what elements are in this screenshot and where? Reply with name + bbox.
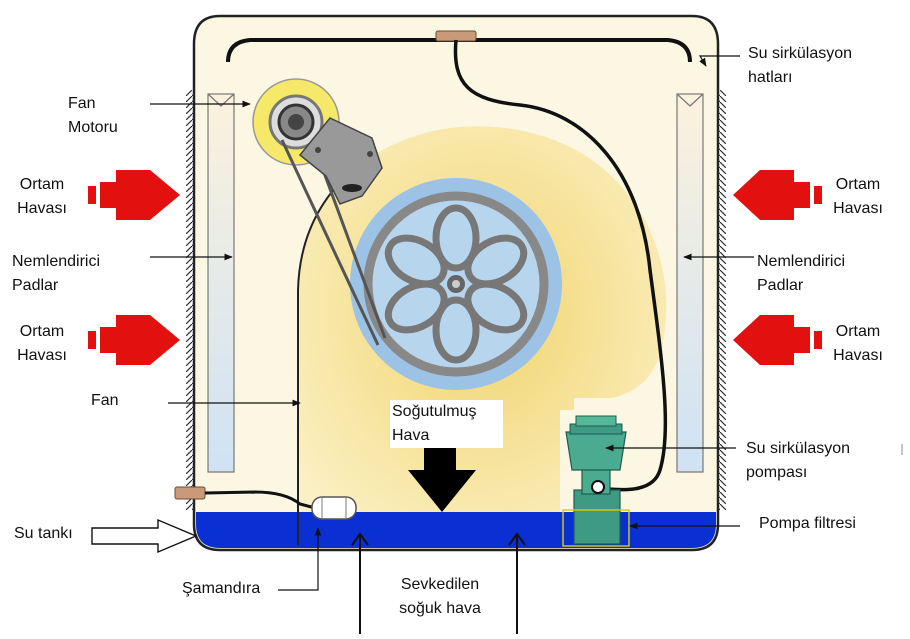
ambient-air-arrow-right-top [733,170,822,220]
ambient-air-arrow-right-bottom [733,315,822,365]
pump-filter [562,509,630,547]
leader-lines [150,55,754,591]
left-wall-hatch [186,90,194,510]
label-float: Şamandıra [182,580,261,597]
float-valve-connector [174,486,206,500]
motor-bracket [298,117,383,205]
cooled-air-arrow [408,445,476,512]
float-line [204,490,316,510]
label-fan: Fan [91,392,119,409]
water-tank-arrow [91,518,198,554]
fan-blade [384,280,448,334]
fan-wheel [350,178,562,390]
ambient-air-arrow-left-top [88,170,180,220]
fan-blade [384,234,448,288]
fan-blade [432,204,480,272]
fan-blade [464,234,528,288]
float [311,496,357,520]
left-humidifier-pad [207,93,235,473]
right-humidifier-pad [676,93,704,473]
label-water-tank: Su tankı [14,525,73,542]
ambient-air-arrow-left-bottom [88,315,180,365]
label-pump-filter: Pompa filtresi [759,515,856,532]
circulation-pump [565,415,627,545]
water-reservoir [196,512,716,548]
supply-tube [453,39,668,492]
top-connector [435,30,477,42]
fan-blade [432,296,480,364]
outlet-duct [351,532,526,634]
fan-blade [464,280,528,334]
right-wall-hatch [718,90,726,510]
